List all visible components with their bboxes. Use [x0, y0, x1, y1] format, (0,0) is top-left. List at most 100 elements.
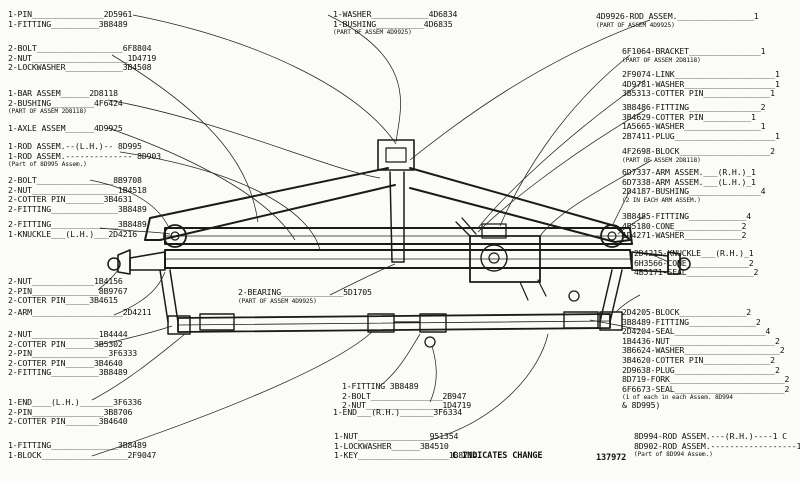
part-line: 8D719-FORK________________________2	[622, 374, 790, 385]
part-line: 4B5180-CONE______________2	[622, 220, 747, 231]
part-line: 6H3566-CONE_____________2	[634, 257, 754, 268]
part-line: 2-PIN_______________3B8706	[8, 406, 133, 417]
part-line: 4B5171-SEAL______________2	[634, 267, 759, 278]
part-line: (Part of 8D994 Assem.)	[634, 451, 713, 459]
part-line: 6D7337-ARM ASSEM.___(R.H.)_1	[622, 167, 756, 177]
part-line: 1-NUT_______________951354	[334, 431, 459, 441]
part-line: 2-BUSHING_________4F6424	[8, 97, 123, 108]
part-line: 2-COTTER PIN______3B5302	[8, 338, 123, 349]
part-line: 2-COTTER PIN_______3B4640	[8, 416, 128, 427]
part-line: 1D4271-WASHER____________2	[622, 230, 747, 241]
part-line: 1-KEY___________________1B8714	[334, 450, 478, 461]
part-line: 3B4620-COTTER PIN______________2	[622, 354, 775, 365]
part-line: 1-FITTING______________3B8489	[8, 440, 147, 450]
part-line: 4D9926-ROD ASSEM.________________1	[596, 11, 759, 21]
part-line: 2D4187-BUSHING_______________4	[622, 186, 766, 197]
part-line: 2-NUT________________1D4719	[342, 400, 472, 411]
part-line: 2D4215-KNUCKLE___(R.H.)_1	[634, 248, 754, 258]
part-line: 2-NUT____________________1D4719	[8, 52, 157, 63]
part-line: 1-FITTING 3B8489	[342, 381, 419, 391]
part-line: 3B4629-COTTER PIN__________1	[622, 111, 756, 122]
part-line: 8D902-ROD ASSEM.------------------1	[634, 440, 800, 451]
part-line: 4F2698-BLOCK___________________2	[622, 146, 775, 156]
part-line: 2-BOLT_______________2B947	[342, 390, 467, 401]
part-line: 1-AXLE ASSEM______4D9925	[8, 123, 123, 133]
part-line: 2D9638-PLUG_____________________2	[622, 364, 780, 375]
callout-r1: 4D9926-ROD ASSEM.________________1(PART …	[596, 11, 759, 29]
part-line: (PART OF ASSEM 2D8118)	[8, 108, 87, 116]
part-line: (1 of each in each Assem. 8D994	[622, 394, 733, 402]
part-line: 4D9781-WASHER___________________1	[622, 78, 780, 89]
part-line: (PART OF ASSEM 2D8118)	[622, 156, 701, 164]
callout-c2: 2-BEARING_____________5D1705(PART OF ASS…	[238, 287, 372, 305]
part-line: 1-FITTING__________3B8489	[8, 18, 128, 29]
callout-l9: 2-ARM___________________2D4211	[8, 307, 152, 318]
part-line: 2-NUT______________1B4444	[8, 329, 128, 339]
part-line: 2-BEARING_____________5D1705	[238, 287, 372, 297]
part-line: 6F6673-SEAL_______________________2	[622, 383, 790, 394]
part-line: 6D7338-ARM ASSEM.___(L.H.)_1	[622, 176, 756, 187]
part-line: 1-BAR ASSEM______2D8118	[8, 88, 118, 98]
part-line: 6F1064-BRACKET_______________1	[622, 46, 766, 56]
figure-number: 137972	[596, 453, 627, 463]
part-line: 2-LOCKWASHER____________3B4508	[8, 62, 152, 73]
part-line: 2-FITTING______________3B8489	[8, 219, 147, 229]
part-line: 8D994-ROD ASSEM.---(R.H.)----1 C	[634, 431, 787, 441]
part-line: 3B6624-WASHER____________________2	[622, 345, 785, 356]
part-line: 1B4436-NUT______________________2	[622, 335, 780, 346]
part-line: 1-BLOCK__________________2F9047	[8, 449, 157, 460]
part-line: (PART OF ASSEM 4D9925)	[238, 297, 317, 305]
part-line: 2-NUT__________________1B4518	[8, 184, 147, 195]
part-line: 3B8485-FITTING____________4	[622, 211, 752, 221]
part-line: 1-END____(L.H.)_______3F6336	[8, 397, 142, 407]
part-line: 2-NUT_____________1B4156	[8, 276, 123, 286]
part-line: (PART OF ASSEM 4D9925)	[596, 21, 675, 29]
part-line: (PART OF ASSEM 4D9925)	[333, 29, 412, 37]
part-line: 1-WASHER____________4D6834	[333, 9, 458, 19]
part-line: 2B7411-PLUG_____________________1	[622, 130, 780, 141]
part-line: 2-COTTER PIN______3B4640	[8, 357, 123, 368]
part-line: 1-PIN_______________2D5961	[8, 9, 133, 19]
part-line: 1-ROD ASSEM.--(L.H.)-- 8D995	[8, 141, 142, 151]
part-line: 1-BUSHING__________4D6835	[333, 18, 453, 29]
part-line: 1-ROD ASSEM.-------------- 8D903	[8, 150, 161, 161]
part-line: (2 IN EACH ARM ASSEM.)	[622, 196, 701, 204]
part-line: 3B8486-FITTING_______________2	[622, 102, 766, 112]
part-line: 1-KNUCKLE___(L.H.)___2D4216	[8, 228, 138, 239]
part-line: 2-FITTING______________3B8489	[8, 203, 147, 214]
part-line: (PART OF ASSEM 2D8118)	[622, 56, 701, 64]
callout-c4: 1-END___(R.H.)_______3F6334	[333, 407, 463, 418]
part-line: 2F9074-LINK_____________________1	[622, 69, 780, 79]
part-line: 2-FITTING__________3B8489	[8, 367, 128, 378]
part-line: & 8D995)	[622, 400, 661, 411]
part-line: 2D4205-BLOCK______________2	[622, 307, 752, 317]
callout-l4: 1-AXLE ASSEM______4D9925	[8, 123, 123, 134]
part-line: 1-END___(R.H.)_______3F6334	[333, 407, 463, 417]
callout-r2: 6F1064-BRACKET_______________1(PART OF A…	[622, 46, 766, 64]
part-line: 2-BOLT________________8B9708	[8, 175, 142, 185]
part-line: 2-BOLT__________________6F8804	[8, 43, 152, 53]
part-line: (Part of 8D995 Assem.)	[8, 161, 87, 169]
part-line: 2-PIN______________8B9767	[8, 285, 128, 296]
part-line: 2D4204-SEAL___________________4	[622, 326, 771, 337]
part-line: 3B5313-COTTER PIN______________1	[622, 88, 775, 99]
